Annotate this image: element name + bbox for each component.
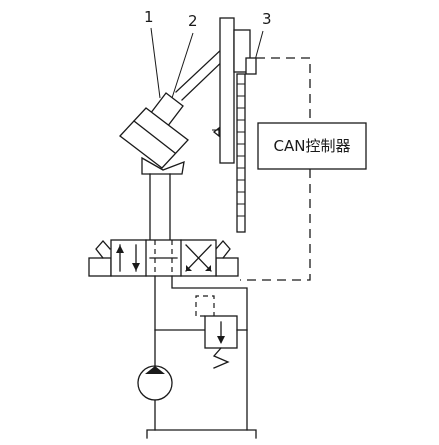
can-controller-label: CAN控制器 <box>274 137 351 155</box>
pilot-line <box>195 295 215 317</box>
signal-line-sensor <box>256 57 311 123</box>
rod-body <box>236 73 246 233</box>
cylinder-pivot <box>141 156 185 175</box>
right-solenoid <box>215 257 239 277</box>
pump-arrow <box>145 366 165 374</box>
graduated-rod <box>236 73 246 233</box>
directional-valve <box>88 239 239 277</box>
tank <box>146 429 257 439</box>
piston-rod-upper <box>175 46 225 93</box>
can-controller: CAN控制器 <box>257 122 367 170</box>
part-label-1: 1 <box>144 8 154 26</box>
part-label-2: 2 <box>188 12 198 30</box>
leader-line-2 <box>171 32 194 99</box>
part-label-3: 3 <box>262 10 272 28</box>
relief-valve <box>154 295 248 369</box>
relief-spring <box>212 347 230 369</box>
hydraulic-pump <box>137 365 173 431</box>
signal-line-valve <box>240 169 311 281</box>
cylinder-barrel <box>119 107 189 169</box>
right-spring <box>215 240 231 259</box>
angle-sensor <box>245 57 257 75</box>
rod-ticks <box>237 83 245 217</box>
lever-assembly <box>212 17 257 164</box>
lever-pivot <box>212 126 220 138</box>
return-line <box>171 275 248 431</box>
hydraulic-cylinder <box>119 46 230 175</box>
lever-beam <box>219 17 235 164</box>
can-controller-box <box>257 122 367 170</box>
left-solenoid <box>88 257 112 277</box>
piston-line <box>133 120 176 154</box>
left-spring <box>95 240 111 259</box>
leader-line-1 <box>150 27 161 99</box>
